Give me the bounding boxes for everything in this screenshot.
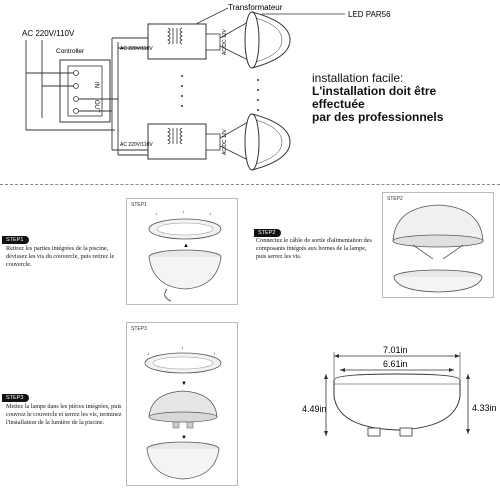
svg-text:↓: ↓ (181, 345, 184, 351)
step1-frame: STEP1 ↓ ↓ ↓ ▲ (126, 198, 238, 305)
dim-width-inner: 6.61in (383, 359, 408, 369)
step2-illustration (392, 204, 484, 293)
transformer-top-input: AC 220V/110V (120, 46, 153, 52)
section-divider (0, 184, 500, 185)
wiring-diagram: AC 220V/110V Controller IN OUT Transform… (22, 3, 391, 171)
step3-frame: STEP3 ↓ ↓ ↓ ▼ ▼ (126, 322, 238, 486)
lamp-bottom (244, 113, 291, 171)
installation-line-1: installation facile: (312, 71, 404, 85)
dim-height-right: 4.33in (472, 403, 497, 413)
step3-tag: STEP3 (2, 394, 30, 402)
svg-text:↓: ↓ (209, 211, 212, 217)
transformer-bottom: AC 220V/110V (120, 123, 207, 160)
step2-text: Connectez le câble de sortie d'alimentat… (256, 237, 372, 260)
transformer-bottom-input: AC 220V/110V (120, 142, 153, 148)
installation-line-2: L'installation doit être effectuée (312, 84, 437, 111)
continuation-dots (181, 75, 259, 111)
lamp-top (244, 11, 291, 69)
controller-in-label: IN (93, 82, 99, 88)
transformer-bottom-output: AC/DC 12V (222, 128, 228, 155)
controller-out-label: OUT (93, 100, 99, 113)
step2-frame: STEP2 (382, 192, 494, 298)
svg-text:↓: ↓ (147, 351, 150, 357)
dim-height-left: 4.49in (302, 404, 327, 414)
installation-note: installation facile: L'installation doit… (312, 72, 492, 124)
step1-tag: STEP1 (2, 236, 30, 244)
power-label: AC 220V/110V (22, 29, 75, 38)
svg-text:▼: ▼ (181, 435, 187, 441)
step1-illustration: ↓ ↓ ↓ ▲ (148, 209, 222, 302)
transformer-top: AC 220V/110V (120, 23, 207, 60)
dimension-drawing: 7.01in 6.61in 4.49in 4.33in (302, 345, 497, 437)
svg-text:▼: ▼ (181, 381, 187, 387)
controller-label: Controller (56, 48, 85, 55)
svg-text:↓: ↓ (213, 351, 216, 357)
step3-text: Mettez la lampe dans les pièces intégrée… (6, 403, 122, 426)
lamp-body-outline (333, 373, 461, 431)
svg-text:↓: ↓ (155, 211, 158, 217)
step3-frame-label: STEP3 (131, 326, 147, 332)
step1-frame-label: STEP1 (131, 202, 147, 208)
controller-box: IN OUT (59, 59, 111, 123)
transformer-top-output: AC/DC 12V (222, 28, 228, 55)
transformer-label: Transformateur (228, 3, 283, 12)
dim-width-outer: 7.01in (383, 345, 408, 355)
step2-tag: STEP2 (254, 229, 282, 237)
svg-text:↓: ↓ (182, 209, 185, 215)
svg-text:▲: ▲ (183, 243, 189, 249)
step3-illustration: ↓ ↓ ↓ ▼ ▼ (144, 345, 222, 480)
step2-frame-label: STEP2 (387, 196, 403, 202)
installation-line-3: par des professionnels (312, 110, 444, 124)
led-label: LED PAR56 (348, 10, 391, 19)
step1-text: Retirez les parties intégrées de la pisc… (6, 245, 115, 268)
